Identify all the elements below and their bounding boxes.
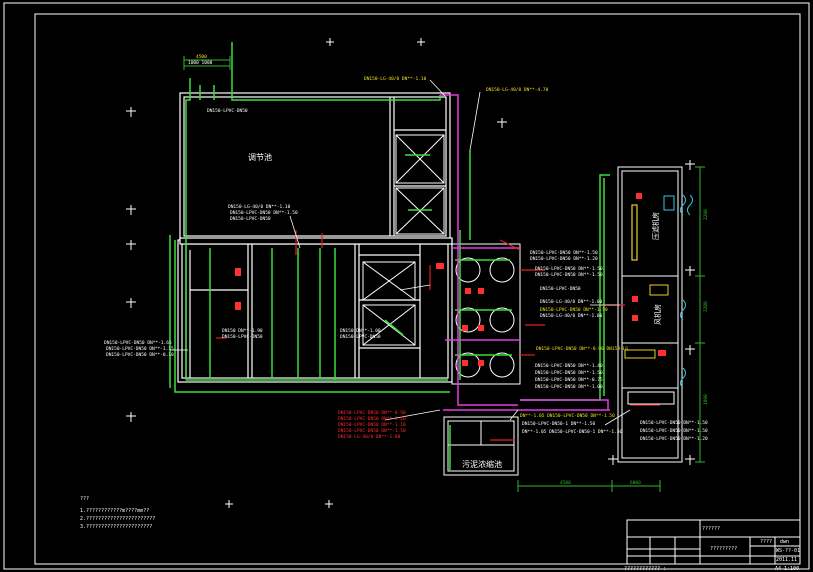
pipe-r1: DN150-LPVC-DN50 DN**-1.50 bbox=[530, 250, 598, 256]
pipe-r13: DN150-LPVC-DN50 DN**-1.00 bbox=[535, 384, 603, 390]
pipe-small-2: DN150-LPVC-DN50 bbox=[222, 334, 263, 340]
pipe-r8: DN150-LG-40/0 DN**-1.00 bbox=[540, 313, 603, 319]
pumps bbox=[455, 257, 515, 378]
tb-col2: dwn bbox=[780, 539, 789, 545]
pipe-b1: DN150-LPVC-DN50 DN**-0.90 bbox=[338, 410, 406, 416]
tb-r2: 2011.11 bbox=[776, 557, 797, 563]
section-marks bbox=[126, 38, 695, 508]
pipe-mid-3: DN150-LPVC-DN50 bbox=[230, 216, 271, 222]
pipe-top-2: DN150-LG-40/0 DN**-4.70 bbox=[486, 87, 549, 93]
tb-scale: A4 1:100 bbox=[775, 566, 799, 572]
pipe-r7: DN150-LPVC-DN50 DN**-1.50 bbox=[540, 307, 608, 313]
note-2: 2.??????????????????????? bbox=[80, 516, 155, 522]
red-equipment bbox=[235, 193, 666, 366]
pipe-r10: DN150-LPVC-DN50 DN**-1.40 bbox=[535, 363, 603, 369]
tb-title: ?????? bbox=[702, 526, 720, 532]
tank-walls bbox=[177, 92, 453, 383]
dim-bottom2: 6000 bbox=[630, 480, 641, 486]
pipe-b4: DN150-LPVC-DN50 DN**-1.50 bbox=[338, 428, 406, 434]
dim-top: 4500 bbox=[196, 54, 207, 60]
pipe-r5: DN150-LPVC-DN50 bbox=[540, 286, 581, 292]
pipe-b3: DN150-LPVC-DN50 DN**-1.10 bbox=[338, 422, 406, 428]
pipe-mid-2: DN150-LPVC-DN50 DN**-1.50 bbox=[230, 210, 298, 216]
notes: ??? 1.????????????m????mm?? 2.??????????… bbox=[80, 496, 155, 530]
room-label-tank-bottom-right: 污泥浓缩池 bbox=[462, 459, 502, 469]
dimension-lines bbox=[183, 56, 705, 492]
room-label-tank-top: 调节池 bbox=[248, 152, 272, 162]
tb-col1: ???? bbox=[760, 539, 772, 545]
dim-right-1: 2200 bbox=[703, 209, 709, 220]
note-1: 1.????????????m????mm?? bbox=[80, 508, 149, 514]
hoppers bbox=[362, 134, 445, 346]
pipe-r9: DN150-LPVC-DN50 DN**-0.90 DN150-LG bbox=[536, 346, 628, 352]
pipe-r2: DN150-LPVC-DN50 DN**-1.20 bbox=[530, 256, 598, 262]
pipe-left-1: DN150-LPVC-DN50 DN**-1.65 bbox=[104, 340, 172, 346]
pipe-small-5: DN150-LPVC-DN50 bbox=[207, 108, 248, 114]
leader-lines bbox=[170, 79, 631, 426]
pipe-rr3: DN150-LPVC-DN50 DN**-1.20 bbox=[640, 436, 708, 442]
room-label-1: 压滤机房 bbox=[651, 212, 660, 240]
pipe-small-1: DN150 DN**-1.90 bbox=[222, 328, 263, 334]
pipe-b8: DN**-1.05 DN150-LPVC-DN50-1 DN**-1.50 bbox=[522, 429, 623, 435]
pipe-small-3: DN150 DN**-1.00 bbox=[340, 328, 381, 334]
pipe-rr2: DN150-LPVC-DN50 DN**-1.50 bbox=[640, 428, 708, 434]
notes-title: ??? bbox=[80, 496, 89, 502]
equipment-rooms bbox=[443, 166, 683, 476]
outer-frame bbox=[3, 2, 810, 570]
tb-name: ????????? bbox=[710, 546, 737, 552]
inner-frame bbox=[34, 13, 801, 565]
pipe-mid-1: DN150-LG-40/0 DN**-1.10 bbox=[228, 204, 291, 210]
dim-top2: 1000 1000 bbox=[188, 60, 213, 66]
tb-footer: ???????????? : bbox=[624, 566, 666, 572]
annotation-labels: 4500 1000 1000 DN150-LG-40/0 DN**-1.10 D… bbox=[104, 54, 709, 486]
pipe-top-1: DN150-LG-40/0 DN**-1.10 bbox=[364, 76, 427, 82]
pipe-r4: DN150-LPVC-DN50 DN**-1.50 bbox=[535, 272, 603, 278]
dim-right-3: 1800 bbox=[703, 394, 709, 405]
pipe-r12: DN150-LPVC-DN50 DN**-0.75 bbox=[535, 377, 603, 383]
magenta-pipes bbox=[440, 94, 610, 411]
pipe-r3: DN150-LPVC-DN50 DN**-1.50 bbox=[535, 266, 603, 272]
dim-right-2: 2200 bbox=[703, 301, 709, 312]
room-label-2: 风机房 bbox=[653, 304, 662, 325]
pipe-r6: DN150-LG-40/0 DN**-1.00 bbox=[540, 299, 603, 305]
dim-bottom: 4500 bbox=[560, 480, 571, 486]
tb-r1: WS-??-01 bbox=[776, 548, 800, 554]
pipe-left-2: DN150-LPVC-DN50 DN**-1.15 bbox=[106, 346, 174, 352]
right-room-equipment bbox=[624, 194, 693, 405]
pipe-left-3: DN150-LPVC-DN50 DN**-0.10 bbox=[106, 352, 174, 358]
pipe-b2: DN150-LPVC-DN50 DN**-1.20 bbox=[338, 416, 406, 422]
pipe-rr1: DN150-LPVC-DN50 DN**-1.50 bbox=[640, 420, 708, 426]
note-3: 3.?????????????????????? bbox=[80, 524, 152, 530]
pipe-r11: DN150-LPVC-DN50 DN**-1.50 bbox=[535, 370, 603, 376]
pipe-b5: DN150-LG-40/0 DN**-1.00 bbox=[338, 434, 401, 440]
green-pipes bbox=[169, 42, 610, 470]
pipe-b7: DN150-LPVC-DN50-1 DN**-1.50 bbox=[522, 421, 595, 427]
title-block-text: ?????? ????????? ???? dwn WS-??-01 2011.… bbox=[624, 526, 800, 572]
title-block bbox=[626, 519, 801, 565]
pipe-b6: DN**-1.05 DN150-LPVC-DN50 DN**-1.50 bbox=[520, 413, 615, 419]
pipe-small-4: DN150-LPVC-DN50 bbox=[340, 334, 381, 340]
